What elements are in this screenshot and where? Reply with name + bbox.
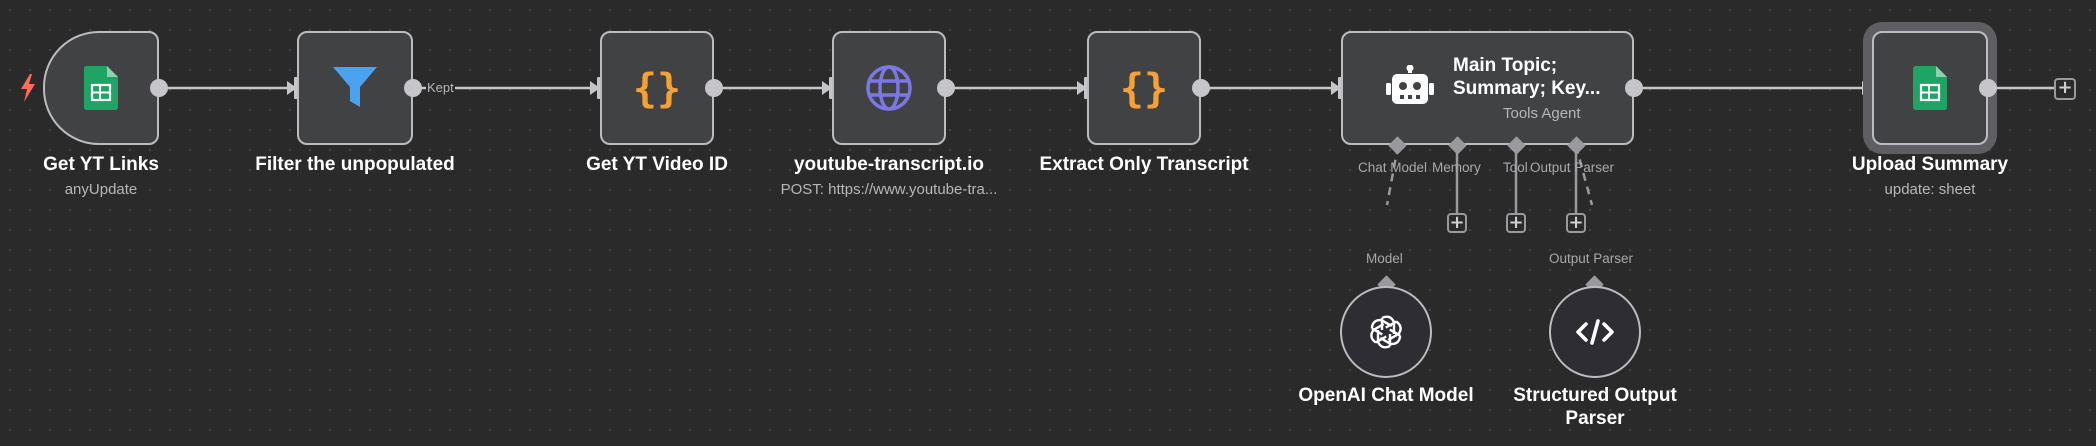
output-handle[interactable]	[1192, 79, 1210, 97]
node-subtitle: anyUpdate	[64, 181, 138, 198]
openai-icon	[1359, 305, 1413, 359]
node-title: Get YT Links	[43, 154, 159, 175]
output-handle[interactable]	[937, 79, 955, 97]
node-upload-summary[interactable]	[1872, 31, 1988, 145]
node-openai-chat-model[interactable]	[1340, 286, 1432, 378]
google-sheets-icon	[74, 61, 128, 115]
code-slash-icon	[1568, 305, 1622, 359]
code-braces-icon: {}	[1117, 61, 1171, 115]
google-sheets-icon	[1903, 61, 1957, 115]
add-memory-button[interactable]: +	[1447, 213, 1467, 233]
node-title: OpenAI Chat Model	[1298, 385, 1474, 406]
port-label-tool: Tool	[1503, 160, 1528, 175]
port-label-output-parser: Output Parser	[1530, 160, 1615, 175]
add-tool-button[interactable]: +	[1506, 213, 1526, 233]
node-title: Filter the unpopulated	[255, 154, 455, 175]
node-title: Upload Summary	[1851, 154, 2009, 175]
output-handle[interactable]	[705, 79, 723, 97]
node-subtitle: POST: https://www.youtube-tra...	[780, 181, 998, 198]
node-structured-output-parser[interactable]	[1549, 286, 1641, 378]
node-get-yt-links[interactable]	[43, 31, 159, 145]
edge-label-kept: Kept	[426, 80, 455, 95]
output-handle[interactable]	[404, 79, 422, 97]
node-title: youtube-transcript.io	[793, 154, 984, 175]
filter-icon	[328, 61, 382, 115]
add-node-button[interactable]: +	[2054, 78, 2076, 100]
globe-icon	[862, 61, 916, 115]
node-extract-only-transcript[interactable]: {}	[1087, 31, 1201, 145]
add-output-parser-button[interactable]: +	[1566, 213, 1586, 233]
node-title-line1: Structured Output	[1513, 385, 1677, 406]
output-handle[interactable]	[150, 79, 168, 97]
port-label-output-parser-sub: Output Parser	[1549, 251, 1634, 266]
robot-icon	[1383, 61, 1437, 115]
port-label-memory: Memory	[1432, 160, 1481, 175]
svg-text:{}: {}	[1120, 66, 1168, 112]
node-get-yt-video-id[interactable]: {}	[600, 31, 714, 145]
node-subtitle: Tools Agent	[1503, 105, 1581, 122]
node-filter-unpopulated[interactable]	[297, 31, 413, 145]
node-title-line2: Parser	[1565, 408, 1625, 429]
output-handle[interactable]	[1625, 79, 1643, 97]
node-title: Extract Only Transcript	[1039, 154, 1249, 175]
trigger-bolt-icon	[21, 74, 35, 102]
node-title: Get YT Video ID	[586, 154, 728, 175]
node-youtube-transcript[interactable]	[832, 31, 946, 145]
port-label-model: Model	[1366, 251, 1403, 266]
code-braces-icon: {}	[630, 61, 684, 115]
node-ai-agent[interactable]: Main Topic; Summary; Key... Tools Agent	[1341, 31, 1634, 145]
node-title-line2: Summary; Key...	[1453, 78, 1601, 99]
node-subtitle: update: sheet	[1884, 181, 1976, 198]
svg-text:{}: {}	[633, 66, 681, 112]
output-handle[interactable]	[1979, 79, 1997, 97]
node-title-line1: Main Topic;	[1453, 55, 1558, 76]
port-label-chat-model: Chat Model	[1358, 160, 1428, 175]
